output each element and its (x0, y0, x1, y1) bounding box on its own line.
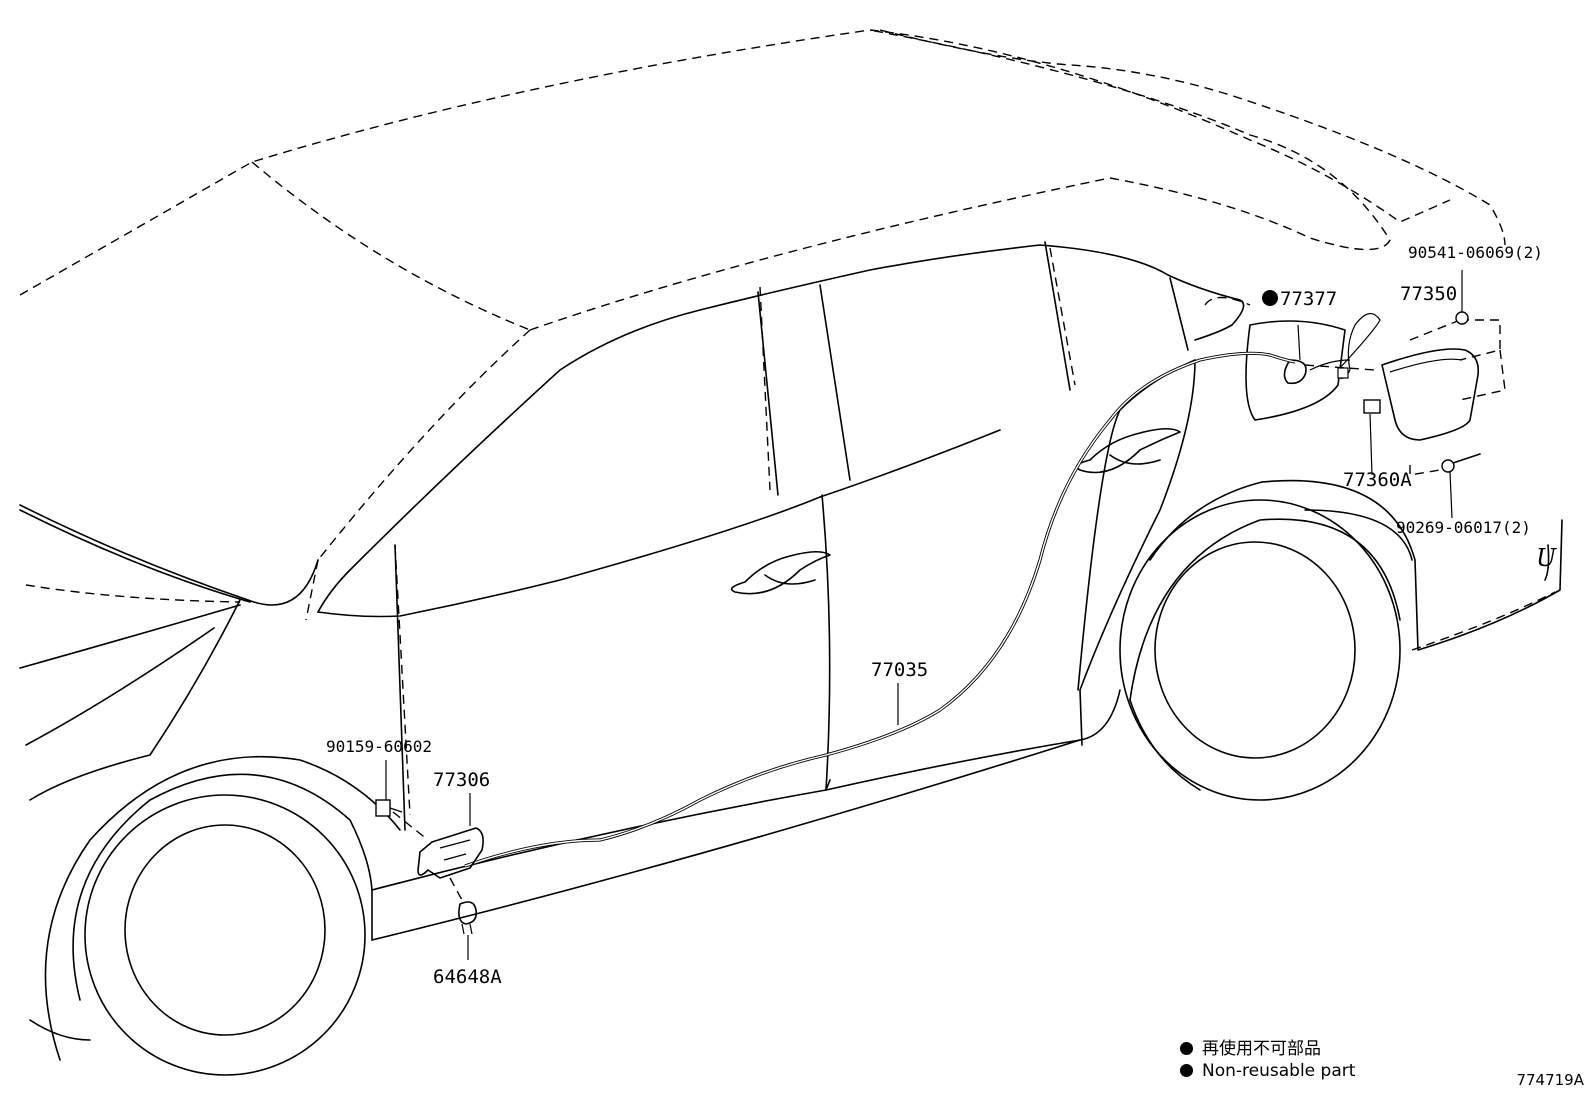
label-cable: 77035 (871, 659, 928, 681)
label-badge-mark: U (1536, 544, 1557, 572)
part-labels: 90541-06069(2) 77377 77350 77360A 90269-… (326, 243, 1557, 988)
label-opener-lever: 77306 (433, 769, 490, 791)
label-cushion: 77360A (1343, 469, 1412, 491)
opener-lever-part (392, 793, 484, 901)
rear-wheel (1119, 499, 1401, 801)
label-clip-lower: 64648A (433, 966, 502, 988)
bolt-lower-part (1441, 453, 1481, 519)
car-body-hidden-lines (19, 29, 1556, 816)
fuel-lid-cable (464, 351, 1296, 868)
filled-circle-icon (1180, 1042, 1193, 1055)
legend-text-japanese: 再使用不可部品 (1202, 1039, 1321, 1059)
legend-text-english: Non-reusable part (1202, 1061, 1356, 1081)
legend-japanese: 再使用不可部品 (1180, 1034, 1321, 1059)
filled-circle-icon (1180, 1064, 1193, 1077)
door-handle-front (730, 550, 831, 595)
car-body-outline (19, 241, 1563, 941)
fuel-lid-part (1381, 348, 1480, 441)
clip-lower-part (458, 901, 478, 960)
fuel-opener-latch (1283, 313, 1381, 385)
diagram-reference-code: 774719A (1516, 1071, 1584, 1089)
label-fuel-lid: 77350 (1400, 283, 1457, 305)
door-handle-rear (1075, 427, 1181, 474)
label-screw: 90159-60602 (326, 737, 432, 756)
cushion-part (1363, 399, 1381, 476)
label-clip-open: 77377 (1280, 288, 1337, 310)
label-bolt-upper: 90541-06069(2) (1408, 243, 1543, 262)
label-bolt-lower: 90269-06017(2) (1396, 518, 1531, 537)
screw-part (375, 760, 403, 817)
bolt-upper-part (1455, 270, 1469, 325)
filled-circle-icon (1262, 290, 1278, 306)
legend-english: Non-reusable part (1180, 1061, 1355, 1081)
fuel-lid-exploded-box (1304, 319, 1506, 476)
front-wheel (29, 755, 401, 1076)
